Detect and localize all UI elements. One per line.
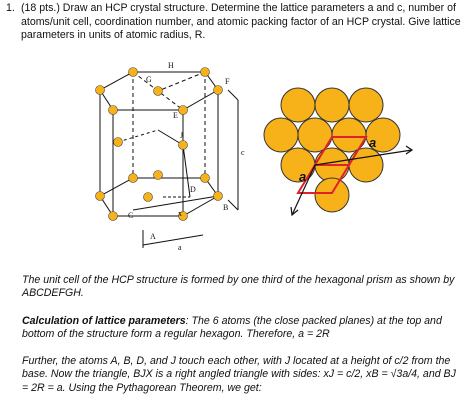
question-block: 1. (18 pts.) Draw an HCP crystal structu… — [6, 2, 468, 43]
bottom-hexagon — [99, 177, 219, 217]
label-c-dim: c — [241, 148, 245, 157]
question-number: 1. — [6, 2, 15, 14]
paragraph-lattice-params: Calculation of lattice parameters: The 6… — [22, 315, 462, 342]
a2-label: a — [299, 169, 306, 184]
label-j: J — [180, 131, 183, 140]
close-packed-figure: a a — [263, 87, 414, 217]
label-f: F — [225, 77, 230, 86]
unit-rhombus-lower — [296, 164, 351, 194]
label-c: C — [128, 211, 133, 220]
hcp-prism-figure: H G F E J D C B A x c a — [95, 61, 245, 250]
hcp-atoms — [95, 67, 223, 221]
question-text: (18 pts.) Draw an HCP crystal structure.… — [21, 2, 461, 41]
label-h: H — [168, 61, 174, 70]
paragraph-unit-cell: The unit cell of the HCP structure is fo… — [22, 274, 455, 300]
paragraph-triangle: Further, the atoms A, B, D, and J touch … — [22, 355, 456, 394]
label-g: G — [146, 75, 152, 84]
label-b: B — [223, 203, 228, 212]
label-a-dim: a — [178, 243, 182, 250]
label-x: x — [178, 209, 182, 218]
lattice-params-heading: Calculation of lattice parameters — [22, 315, 186, 327]
label-d: D — [190, 185, 196, 194]
label-a: A — [150, 232, 156, 241]
lattice-params-text: : The 6 atoms (the close packed planes) … — [22, 315, 442, 341]
a1-label: a — [369, 135, 376, 150]
label-e: E — [173, 111, 178, 120]
